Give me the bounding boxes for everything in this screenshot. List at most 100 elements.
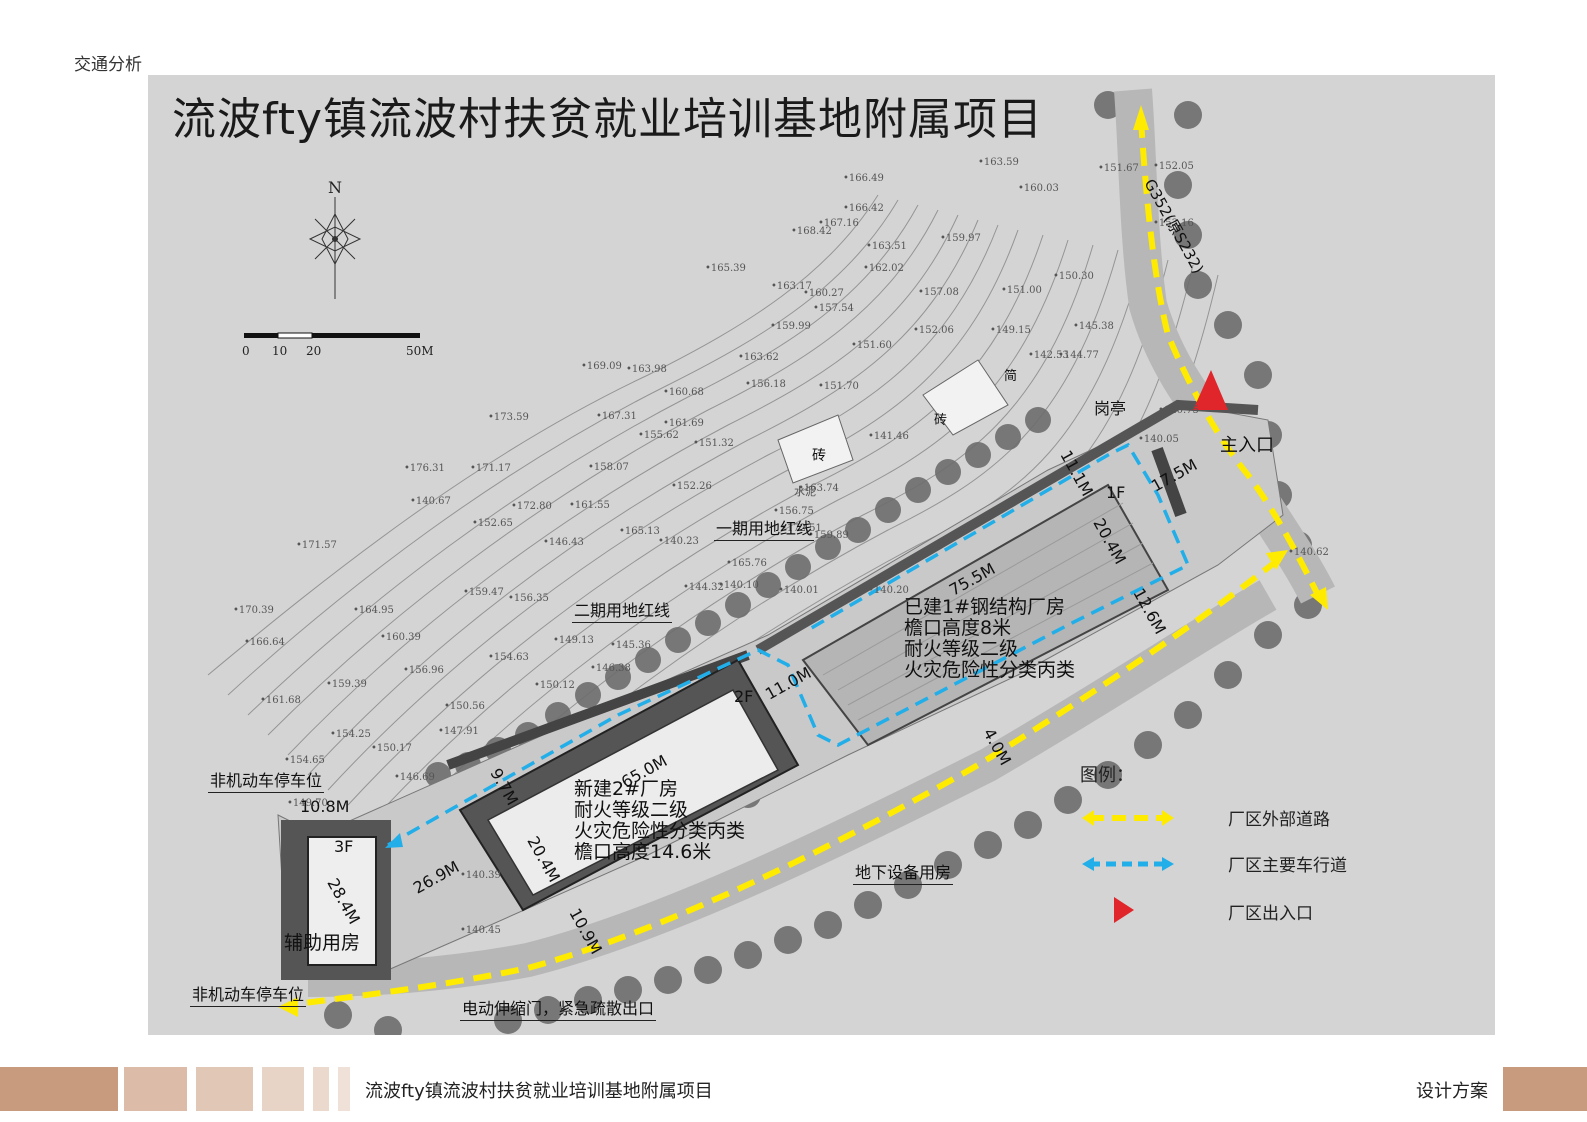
footer: 流波fty镇流波村扶贫就业培训基地附属项目 设计方案: [0, 1067, 1587, 1111]
house-a-brick-label: 砖: [812, 448, 826, 464]
elevation-point: •157.08: [918, 287, 959, 298]
electric-gate-label: 电动伸缩门，紧急疏散出口: [460, 995, 657, 1021]
legend-title: 图例：: [1080, 765, 1134, 786]
elevation-point: •158.07: [588, 462, 629, 473]
external-route-2: [287, 557, 1280, 1008]
elevation-point: •171.17: [470, 463, 511, 474]
building-2-line-3: 火灾危险性分类丙类: [574, 820, 746, 842]
house-b-brick-label: 砖: [934, 413, 948, 428]
elevation-point: •159.97: [940, 233, 981, 244]
plan-title: 流波fty镇流波村扶贫就业培训基地附属项目: [172, 94, 1044, 145]
nonmotor-parking-top-label: 非机动车停车位: [208, 767, 325, 793]
building-2-text: 新建2#厂房 耐火等级二级 火灾危险性分类丙类 檐口高度14.6米: [574, 779, 745, 863]
elevation-point: •159.99: [770, 321, 811, 332]
scale-bar: 0 10 20 50M: [242, 328, 434, 358]
elevation-point: •170.39: [233, 605, 274, 616]
legend-label-entrance: 厂区出入口: [1228, 904, 1313, 924]
compass-rose-icon: N: [308, 179, 362, 299]
gate-house: [1151, 447, 1187, 517]
elevation-point: •172.51: [781, 523, 822, 534]
legend-label-external-road: 厂区外部道路: [1228, 810, 1330, 830]
elevation-point: •163.74: [798, 483, 839, 494]
elevation-point: •159.39: [326, 679, 367, 690]
elevation-point: •151.67: [1098, 163, 1139, 174]
elevation-point: •167.31: [596, 411, 637, 422]
building-1-roof-lines: [822, 502, 1154, 721]
footer-bar-1: [0, 1067, 118, 1111]
building-1-line-1: 已建1#钢结构厂房: [904, 596, 1066, 618]
elevation-point: •146.69: [394, 772, 435, 783]
elevation-point: •140.01: [778, 585, 819, 596]
building-1-text: 已建1#钢结构厂房 檐口高度8米 耐火等级二级 火灾危险性分类丙类: [904, 597, 1075, 681]
building-2-line-4: 檐口高度14.6米: [574, 841, 712, 863]
elevation-point: •176.31: [404, 463, 445, 474]
building-2-floors: 2F: [734, 687, 754, 706]
compass-north: N: [328, 179, 342, 197]
legend-row-entrance: 厂区出入口: [1080, 895, 1400, 925]
elevation-point: •163.59: [978, 157, 1019, 168]
elevation-point: •154.63: [488, 652, 529, 663]
elevation-point: •163.62: [738, 352, 779, 363]
elevation-point: •162.02: [863, 263, 904, 274]
phase1-redline: [755, 399, 1259, 655]
elevation-point: •165.76: [726, 558, 767, 569]
yellow-arrow-left: [278, 997, 298, 1017]
house-simple-label: 简: [1004, 369, 1018, 384]
elevation-point: •141.46: [868, 431, 909, 442]
elevation-point: •166.42: [843, 203, 884, 214]
elevation-point: •154.65: [284, 755, 325, 766]
elevation-point: •140.75: [1158, 405, 1199, 416]
building-3-name: 辅助用房: [284, 932, 361, 954]
phase2-redline: [446, 650, 750, 770]
yellow-dashed-arrow-icon: [1082, 810, 1174, 826]
elevation-point: •140.23: [658, 536, 699, 547]
elevation-point: •140.62: [1288, 547, 1329, 558]
elevation-point: •156.18: [745, 379, 786, 390]
elevation-point: •159.47: [463, 587, 504, 598]
elevation-point: •146.38: [590, 663, 631, 674]
footer-bar-6: [338, 1067, 350, 1111]
elevation-point: •164.95: [353, 605, 394, 616]
elevation-point: •140.45: [460, 925, 501, 936]
footer-bar-2: [124, 1067, 187, 1111]
building-1-floors: 1F: [1106, 483, 1126, 502]
scale-label-50: 50M: [406, 344, 434, 358]
elevation-point: •171.57: [296, 540, 337, 551]
elevation-point: •152.05: [1153, 161, 1194, 172]
legend-row-internal-road: 厂区主要车行道: [1080, 847, 1400, 877]
elevation-point: •156.75: [773, 506, 814, 517]
scale-label-0: 0: [242, 344, 250, 358]
elevation-point: •142.53: [1028, 350, 1069, 361]
elevation-point: •147.91: [438, 726, 479, 737]
elevation-point: •169.09: [581, 361, 622, 372]
scale-label-20: 20: [306, 344, 322, 358]
elevation-point: •160.68: [663, 387, 704, 398]
elevation-point: •160.03: [1018, 183, 1059, 194]
elevation-point: •161.68: [260, 695, 301, 706]
building-2-line-1: 新建2#厂房: [574, 778, 679, 800]
elevation-point: •161.69: [663, 418, 704, 429]
building-1-line-4: 火灾危险性分类丙类: [904, 659, 1076, 681]
elevation-point: •152.06: [913, 325, 954, 336]
elevation-point: •140.05: [1138, 434, 1179, 445]
elevation-point: •168.42: [791, 226, 832, 237]
site-plan: 流波fty镇流波村扶贫就业培训基地附属项目 N 0 10 20 50M •163…: [148, 75, 1495, 1035]
elevation-point: •151.00: [1001, 285, 1042, 296]
elevation-point: •140.20: [868, 585, 909, 596]
blue-dashed-arrow-icon: [1082, 857, 1174, 871]
building-2-roof: [486, 688, 780, 896]
internal-route: [387, 442, 1191, 847]
elevation-point: •149.13: [553, 635, 594, 646]
elevation-point: •173.59: [488, 412, 529, 423]
elevation-point: •144.77: [1058, 350, 1099, 361]
elevation-point: •161.55: [569, 500, 610, 511]
footer-right-label: 设计方案: [1416, 1081, 1488, 1102]
elevation-point: •140.39: [460, 870, 501, 881]
elevation-point: •165.39: [705, 263, 746, 274]
entrance-marker-icon: [1193, 370, 1228, 410]
building-3: [307, 836, 377, 966]
elevation-point: •151.32: [693, 438, 734, 449]
building-2-line-2: 耐火等级二级: [574, 799, 689, 821]
main-entrance-label: 主入口: [1220, 435, 1274, 456]
elevation-point: •152.65: [472, 518, 513, 529]
